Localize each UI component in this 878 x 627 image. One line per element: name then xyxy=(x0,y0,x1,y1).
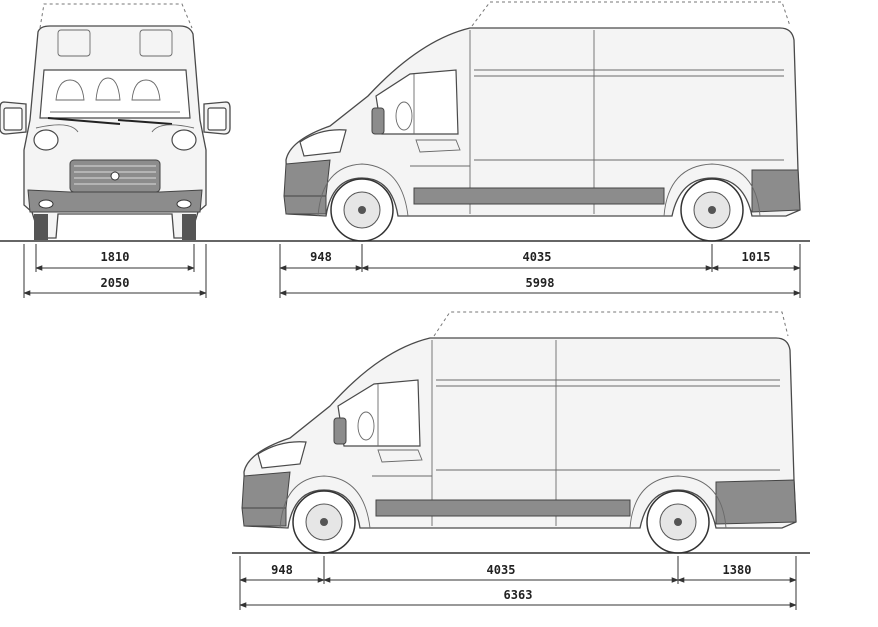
bottom-front-overhang-label: 948 xyxy=(271,563,293,577)
top-wheelbase-label: 4035 xyxy=(523,250,552,264)
front-view-van xyxy=(0,3,231,240)
bottom-side-dimension-lines xyxy=(239,556,797,610)
bottom-wheelbase-label: 4035 xyxy=(487,563,516,577)
top-front-overhang-label: 948 xyxy=(310,250,332,264)
bottom-rear-overhang-label: 1380 xyxy=(723,563,752,577)
bottom-length-label: 6363 xyxy=(504,588,533,602)
front-dimension-lines xyxy=(23,244,207,298)
side-view-van-long xyxy=(241,311,797,554)
side-view-van-standard xyxy=(283,1,801,242)
top-length-label: 5998 xyxy=(526,276,555,290)
top-rear-overhang-label: 1015 xyxy=(742,250,771,264)
front-track-label: 1810 xyxy=(101,250,130,264)
top-side-dimension-lines xyxy=(279,244,801,298)
front-width-label: 2050 xyxy=(101,276,130,290)
